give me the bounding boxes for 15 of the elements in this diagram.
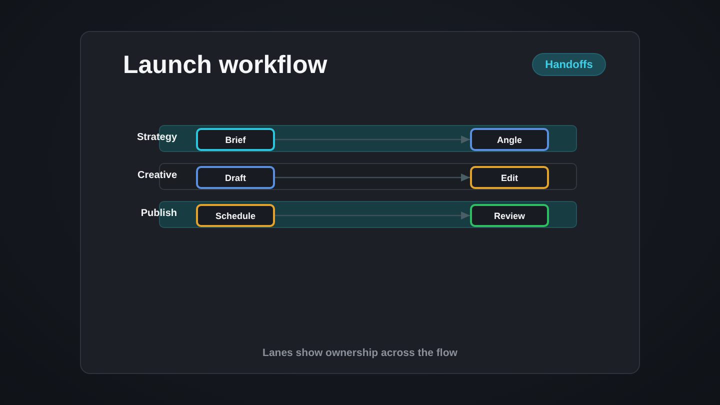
- lane-label: Strategy: [136, 132, 177, 143]
- caption: Lanes show ownership across the flow: [262, 347, 458, 359]
- badge: Handoffs: [532, 53, 606, 76]
- arrow: [275, 174, 470, 182]
- step-box: Angle: [470, 128, 549, 151]
- lane-label: Publish: [140, 208, 177, 219]
- step-box: Brief: [196, 128, 275, 151]
- arrow: [275, 136, 470, 144]
- step-box: Schedule: [196, 204, 275, 227]
- arrow: [275, 212, 470, 220]
- lane-label: Creative: [138, 170, 177, 181]
- step-box: Draft: [196, 166, 275, 189]
- step-box: Review: [470, 204, 549, 227]
- title: Launch workflow: [123, 51, 328, 80]
- step-box: Edit: [470, 166, 549, 189]
